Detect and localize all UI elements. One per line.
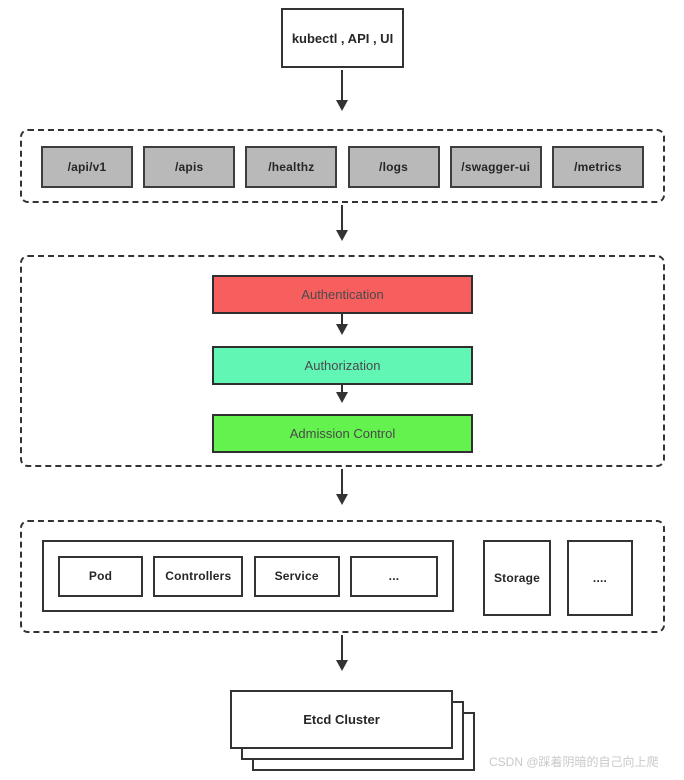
arrow-head bbox=[336, 230, 348, 252]
arrow-down-icon bbox=[336, 469, 348, 516]
endpoint-logs: /logs bbox=[347, 146, 440, 188]
endpoint-label: /apis bbox=[175, 160, 204, 174]
resource-label: Pod bbox=[88, 569, 113, 583]
arrow-down-icon bbox=[336, 385, 348, 414]
arrow-head bbox=[336, 660, 348, 682]
resource-service: Service bbox=[253, 555, 340, 597]
endpoint-apis: /apis bbox=[143, 146, 236, 188]
resource-pod: Pod bbox=[58, 555, 143, 597]
endpoint-api-v1: /api/v1 bbox=[41, 146, 133, 188]
endpoint-label: /logs bbox=[379, 160, 409, 174]
client-box-label: kubectl , API , UI bbox=[291, 30, 394, 46]
api-endpoints-group: /api/v1 /apis /healthz /logs /swagger-ui… bbox=[20, 129, 665, 203]
arrow-head bbox=[336, 392, 348, 414]
resource-label: ... bbox=[388, 569, 400, 583]
registry-group: Pod Controllers Service ... Storage .... bbox=[20, 520, 665, 633]
resource-label: Controllers bbox=[165, 569, 232, 583]
arrow-shaft bbox=[341, 469, 343, 494]
resource-label: Storage bbox=[493, 571, 541, 585]
endpoint-swagger-ui: /swagger-ui bbox=[449, 146, 542, 188]
etcd-cluster-box: Etcd Cluster bbox=[230, 690, 453, 749]
authentication-box: Authentication bbox=[212, 275, 473, 314]
endpoint-metrics: /metrics bbox=[551, 146, 644, 188]
endpoint-label: /healthz bbox=[268, 160, 315, 174]
arrow-shaft bbox=[341, 314, 343, 324]
endpoint-label: /metrics bbox=[574, 160, 622, 174]
authorization-box: Authorization bbox=[212, 346, 473, 385]
arrow-down-icon bbox=[336, 635, 348, 682]
admission-control-label: Admission Control bbox=[289, 426, 396, 441]
access-control-group: Authentication Authorization Admission C… bbox=[20, 255, 665, 467]
arrow-down-icon bbox=[336, 314, 348, 346]
watermark-text: CSDN @踩着阴暗的自己向上爬 bbox=[489, 755, 659, 769]
api-endpoints-row: /api/v1 /apis /healthz /logs /swagger-ui… bbox=[22, 146, 663, 188]
resource-ellipsis: ... bbox=[349, 555, 438, 597]
arrow-shaft bbox=[341, 70, 343, 100]
arrow-head bbox=[336, 324, 348, 346]
arrow-head bbox=[336, 100, 348, 122]
arrow-down-icon bbox=[336, 205, 348, 252]
resource-storage: Storage bbox=[483, 540, 551, 616]
registry-core-row: Pod Controllers Service ... bbox=[44, 542, 452, 610]
admission-control-box: Admission Control bbox=[212, 414, 473, 453]
arrow-head bbox=[336, 494, 348, 516]
endpoint-healthz: /healthz bbox=[245, 146, 338, 188]
arrow-shaft bbox=[341, 635, 343, 660]
endpoint-label: /swagger-ui bbox=[461, 160, 531, 174]
arrow-down-icon bbox=[336, 70, 348, 122]
registry-core-container: Pod Controllers Service ... bbox=[42, 540, 454, 612]
etcd-cluster-label: Etcd Cluster bbox=[303, 712, 380, 727]
arrow-shaft bbox=[341, 205, 343, 230]
resource-label: Service bbox=[274, 569, 319, 583]
arrow-shaft bbox=[341, 385, 343, 392]
endpoint-label: /api/v1 bbox=[67, 160, 107, 174]
authorization-label: Authorization bbox=[304, 358, 381, 373]
client-box: kubectl , API , UI bbox=[281, 8, 404, 68]
resource-controllers: Controllers bbox=[153, 555, 244, 597]
resource-ellipsis-outer: .... bbox=[567, 540, 633, 616]
authentication-label: Authentication bbox=[301, 287, 384, 302]
resource-label: .... bbox=[592, 571, 608, 585]
